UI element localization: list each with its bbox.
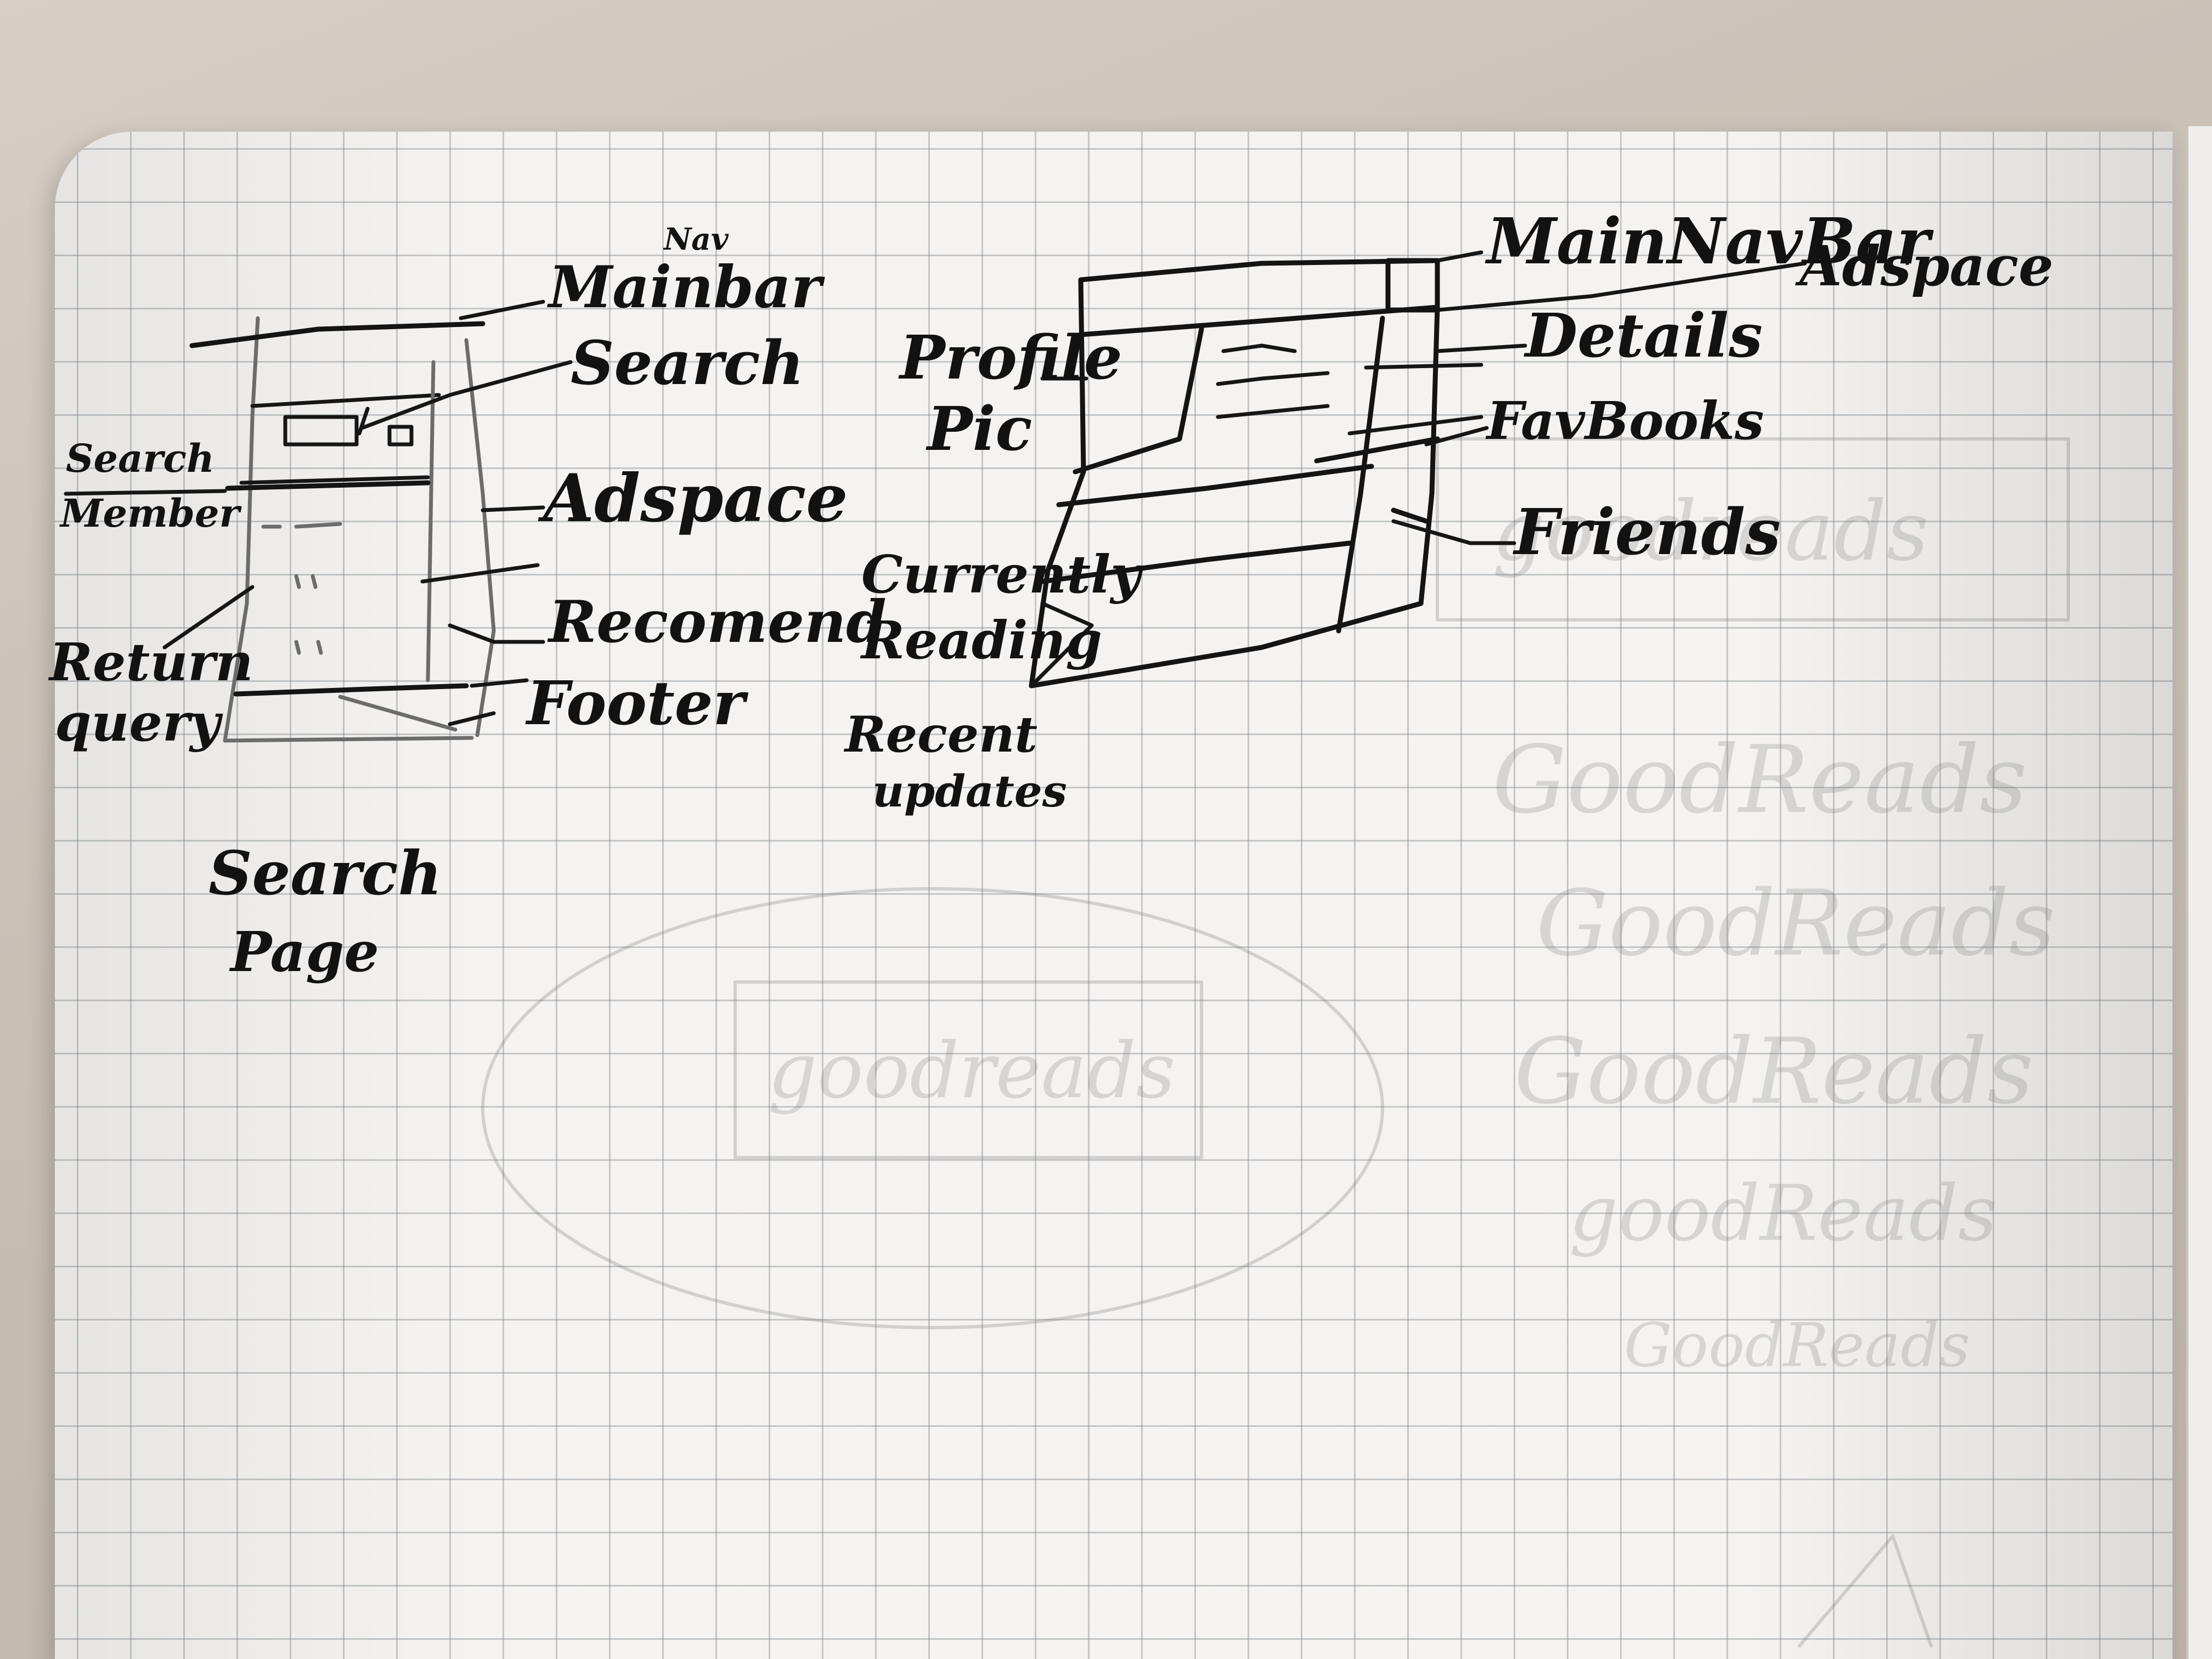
search-button-box <box>387 425 414 447</box>
label-recent-updates-1: Recent <box>843 706 1037 764</box>
label-friends: Friends <box>1513 495 1781 569</box>
details-line-3 <box>1216 404 1330 419</box>
currently-reading-divider <box>1056 464 1374 507</box>
label-adspace: Adspace <box>538 460 848 537</box>
search-cursor-mark <box>357 407 370 436</box>
result-item-1 <box>261 522 342 529</box>
search-input-box <box>283 415 359 447</box>
label-fav-books: FavBooks <box>1485 391 1764 452</box>
label-profile-pic-1: Profile <box>898 322 1122 393</box>
result-item-3 <box>294 640 323 655</box>
search-bar-line <box>250 393 441 408</box>
details-line-2 <box>1216 371 1330 386</box>
details-line-1 <box>1221 343 1297 353</box>
leader-currently-reading <box>1040 601 1094 628</box>
ghost-text-group: goodreads GoodReads GoodReads GoodReads … <box>768 484 2056 1380</box>
results-top-line <box>225 480 431 491</box>
main-nav-bar-top <box>1078 258 1440 283</box>
leader-footer-2 <box>448 711 496 726</box>
leader-main-nav-bar <box>1435 250 1483 263</box>
ghost-text-4: goodReads <box>1569 1169 1997 1259</box>
ghost-text-upper-box: goodreads <box>1492 484 1929 579</box>
adspace-column-divider <box>426 360 436 682</box>
label-currently-reading-1: Currently <box>861 544 1144 605</box>
leader-adspace <box>481 505 545 512</box>
frame-left-edge <box>223 316 260 743</box>
caption-search-page-1: Search <box>208 838 442 909</box>
frame-bottom <box>1029 601 1424 689</box>
frame-right <box>1418 304 1440 606</box>
leader-search <box>360 360 573 430</box>
result-item-2 <box>294 574 318 589</box>
leader-fav-books <box>1347 415 1483 436</box>
label-search-member-1: Search <box>66 436 215 481</box>
label-search: Search <box>571 328 804 398</box>
friends-tick <box>1391 507 1429 524</box>
label-search-member-2: Member <box>59 490 242 536</box>
search-page-wireframe <box>64 300 573 743</box>
caption-search-page-2: Page <box>229 919 379 984</box>
ghost-text-2: GoodReads <box>1536 871 2056 976</box>
ghost-ellipse <box>481 887 1384 1329</box>
ghost-text-5: GoodReads <box>1624 1310 1970 1380</box>
ghost-scribble <box>1798 1534 1933 1647</box>
label-details: Details <box>1523 300 1763 371</box>
leader-friends <box>1391 519 1516 545</box>
leader-details <box>1435 343 1527 353</box>
leader-recent-updates <box>1029 623 1094 688</box>
leader-recommend <box>448 623 545 644</box>
fav-books-divider <box>1314 436 1440 464</box>
frame-right-edge <box>464 338 496 737</box>
profile-pic-box <box>1073 326 1204 475</box>
footer-hatch <box>338 695 458 732</box>
frame-bottom-edge <box>223 736 474 743</box>
label-footer: Footer <box>525 668 749 738</box>
label-adspace-right: Adspace <box>1795 234 2053 298</box>
leader-return-query <box>162 585 255 650</box>
leader-footer <box>470 678 529 688</box>
label-profile-pic-2: Pic <box>926 393 1032 464</box>
leader-adspace <box>1435 261 1807 312</box>
next-notebook-page-edge <box>2186 126 2212 1659</box>
label-mainbar: Mainbar <box>547 253 825 321</box>
footer-top-line <box>233 683 469 697</box>
main-nav-bar-bottom <box>1078 304 1440 337</box>
leader-search-member <box>64 489 227 496</box>
leader-fav-books-2 <box>1424 426 1489 447</box>
label-main-nav-bar: MainNavBar <box>1485 205 1934 279</box>
label-return-query-2: query <box>55 692 223 753</box>
ghost-text-1: GoodReads <box>1492 726 2027 834</box>
frame-left <box>1029 277 1086 689</box>
label-nav-superscript: Nav <box>663 221 729 257</box>
profile-page-wireframe <box>1029 250 1807 689</box>
ghost-marks <box>481 437 2070 1647</box>
nav-bar-line <box>189 321 486 348</box>
search-member-divider <box>239 475 430 485</box>
leader-details-2 <box>1364 363 1483 370</box>
ghost-text-3: GoodReads <box>1514 1019 2034 1124</box>
leader-adspace-2 <box>420 563 540 584</box>
leader-mainbar <box>459 300 545 320</box>
ghost-box-upper-right <box>1436 437 2070 622</box>
graph-paper-page <box>55 132 2172 1659</box>
profile-page-labels: MainNavBar Adspace Profile Pic Details F… <box>843 205 2053 817</box>
ghost-box-center <box>733 980 1203 1159</box>
ghost-text-center: goodreads <box>768 1026 1176 1116</box>
search-page-labels: Nav Mainbar Search Search Member Adspace… <box>48 221 887 984</box>
sidebar-divider <box>1336 315 1385 634</box>
label-recent-updates-2: updates <box>872 765 1067 817</box>
adspace-corner-box <box>1385 258 1440 313</box>
label-return-query-1: Return <box>48 632 253 693</box>
recent-updates-divider <box>1040 540 1352 584</box>
label-recommend: Recomend <box>547 588 887 656</box>
label-currently-reading-2: Reading <box>860 610 1102 671</box>
